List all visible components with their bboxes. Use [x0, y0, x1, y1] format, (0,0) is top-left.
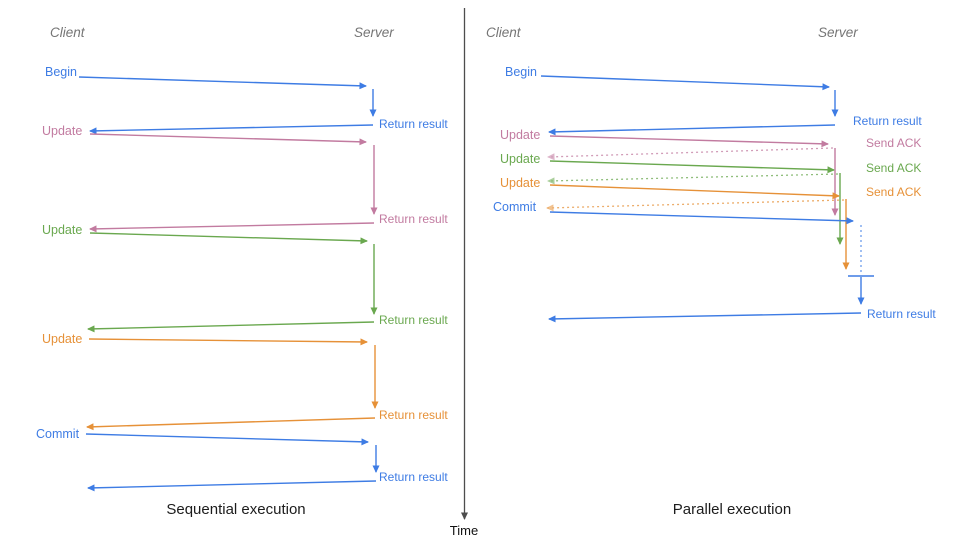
ack-line — [547, 173, 839, 185]
response-label: Return result — [379, 470, 448, 484]
message-label-begin: Begin — [45, 65, 77, 79]
request-line — [89, 232, 368, 245]
response-line — [89, 124, 374, 135]
message-label-begin: Begin — [505, 65, 537, 79]
time-axis: Time — [450, 8, 478, 538]
message-label-update: Update — [42, 332, 82, 346]
request-line — [85, 433, 369, 446]
request-line — [88, 338, 368, 346]
parallel-panel: Client Server Begin Return result Update… — [486, 25, 936, 518]
request-line — [540, 75, 830, 91]
request-line — [549, 135, 829, 148]
request-line — [549, 160, 835, 174]
ack-label: Send ACK — [866, 185, 921, 199]
ack-label: Send ACK — [866, 161, 921, 175]
response-label: Return result — [379, 117, 448, 131]
message-label-update: Update — [500, 176, 540, 190]
request-line — [78, 76, 367, 90]
response-label: Return result — [853, 114, 922, 128]
request-line — [89, 133, 367, 146]
ack-label: Send ACK — [866, 136, 921, 150]
response-label: Return result — [867, 307, 936, 321]
response-line — [86, 417, 376, 431]
response-line — [548, 124, 836, 136]
request-line — [549, 184, 840, 200]
message-label-commit: Commit — [36, 427, 80, 441]
response-label: Return result — [379, 212, 448, 226]
message-label-update: Update — [500, 128, 540, 142]
response-line — [548, 312, 862, 323]
client-header: Client — [50, 25, 86, 40]
message-label-update: Update — [42, 223, 82, 237]
response-label: Return result — [379, 408, 448, 422]
server-header: Server — [354, 25, 394, 40]
request-line — [549, 211, 854, 225]
ack-line — [546, 199, 845, 212]
server-header: Server — [818, 25, 858, 40]
time-axis-label: Time — [450, 523, 478, 538]
response-line — [89, 222, 375, 233]
response-label: Return result — [379, 313, 448, 327]
sequential-panel: Client Server Begin Return result Update… — [36, 25, 448, 518]
parallel-caption: Parallel execution — [673, 501, 791, 518]
message-label-update: Update — [42, 124, 82, 138]
sequential-caption: Sequential execution — [166, 501, 305, 518]
client-header: Client — [486, 25, 522, 40]
message-label-commit: Commit — [493, 200, 537, 214]
response-line — [87, 321, 375, 333]
ack-line — [547, 147, 834, 161]
response-line — [87, 480, 377, 492]
message-label-update: Update — [500, 152, 540, 166]
